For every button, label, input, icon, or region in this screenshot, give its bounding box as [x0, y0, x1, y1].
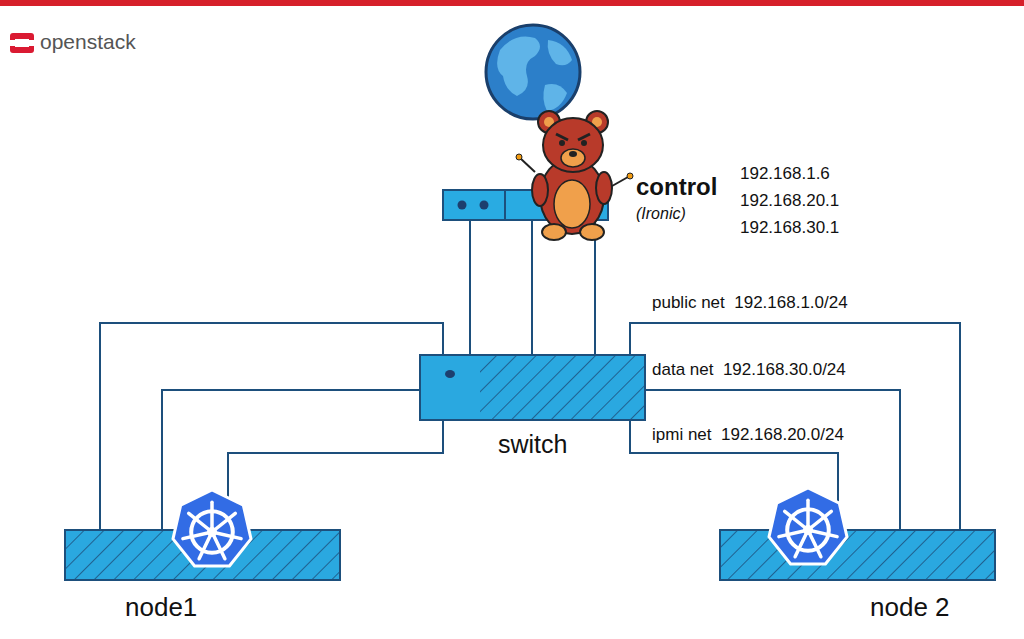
- kubernetes-icons: [173, 488, 847, 566]
- network-cable: [645, 390, 900, 530]
- network-cable: [531, 220, 533, 355]
- network-label: ipmi net 192.168.20.0/24: [652, 424, 844, 446]
- switch-box: [420, 355, 645, 420]
- ip-address: 192.168.1.6: [740, 163, 830, 185]
- node-title: node1: [125, 592, 197, 623]
- logo-text: openstack: [40, 29, 136, 54]
- node-subtitle: (Ironic): [636, 204, 686, 223]
- openstack-logo: [10, 33, 34, 53]
- node-title: switch: [498, 429, 567, 459]
- host-node: node 2: [720, 530, 995, 580]
- ip-address: 192.168.30.1: [740, 217, 839, 239]
- bear-mascot: [516, 111, 633, 240]
- node-title: control: [636, 172, 717, 201]
- node-title: node 2: [870, 592, 950, 623]
- host-node: node1: [65, 530, 340, 580]
- network-cable: [228, 420, 443, 530]
- ip-address: 192.168.20.1: [740, 190, 839, 212]
- server-node: control(Ironic): [443, 190, 608, 220]
- network-cable: [100, 323, 443, 530]
- network-cable: [469, 220, 471, 355]
- switch-node: switch: [420, 355, 645, 420]
- globe-icon: [486, 25, 580, 119]
- network-label: data net 192.168.30.0/24: [652, 359, 846, 381]
- node2-box: [720, 530, 995, 580]
- top-bar: [0, 0, 1024, 6]
- network-label: public net 192.168.1.0/24: [652, 292, 848, 314]
